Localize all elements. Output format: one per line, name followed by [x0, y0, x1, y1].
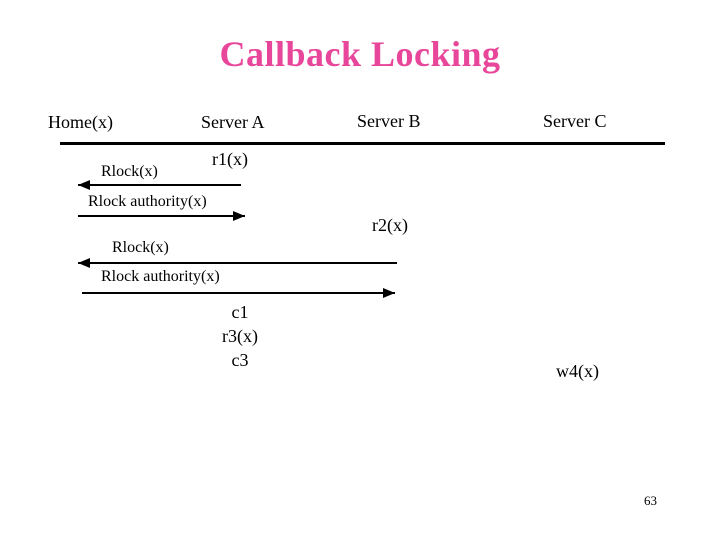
column-header-server-b: Server B	[357, 111, 421, 131]
arrow-rlock-1	[78, 180, 241, 190]
message-label-rlock-2: Rlock(x)	[112, 239, 169, 256]
message-label-rlock-authority-1: Rlock authority(x)	[88, 193, 207, 210]
arrowhead-right-icon	[383, 288, 395, 298]
slide-title: Callback Locking	[219, 34, 501, 74]
operations-block: c1 r3(x) c3	[180, 300, 300, 372]
arrow-rlock-authority-2	[82, 288, 395, 298]
annotation-w4: w4(x)	[556, 361, 599, 381]
annotation-c3: c3	[231, 350, 249, 370]
column-header-server-a: Server A	[201, 112, 265, 132]
message-label-rlock-1: Rlock(x)	[101, 163, 158, 180]
annotation-c1: c1	[231, 302, 249, 322]
page-number: 63	[644, 493, 657, 508]
column-header-home: Home(x)	[48, 112, 113, 132]
arrow-rlock-2	[78, 258, 397, 268]
arrowhead-left-icon	[78, 258, 90, 268]
header-underline	[60, 142, 665, 145]
column-header-server-c: Server C	[543, 111, 607, 131]
annotation-r3: r3(x)	[222, 326, 258, 346]
arrowhead-left-icon	[78, 180, 90, 190]
annotation-r1: r1(x)	[212, 149, 248, 169]
arrowhead-right-icon	[233, 211, 245, 221]
message-label-rlock-authority-2: Rlock authority(x)	[101, 268, 220, 285]
arrow-rlock-authority-1	[78, 211, 245, 221]
annotation-r2: r2(x)	[372, 215, 408, 235]
